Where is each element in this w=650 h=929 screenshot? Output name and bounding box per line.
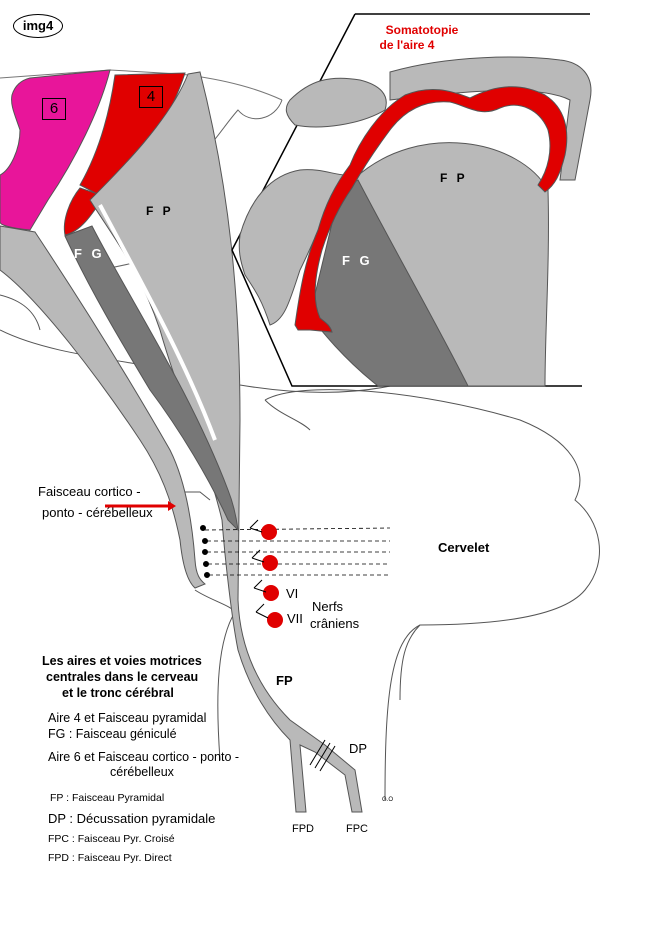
- inset-hand: [285, 77, 387, 128]
- cranial-nerve-nuclei: [261, 524, 283, 628]
- cerebellum-inner: [399, 624, 421, 701]
- fg-tract: [64, 225, 239, 532]
- dp-label: DP: [349, 741, 368, 756]
- legend-title-line1: Les aires et voies motrices: [42, 654, 202, 668]
- area-6-region: [0, 69, 111, 231]
- fg-label: F G: [74, 246, 105, 261]
- brainstem-outline: [194, 589, 236, 761]
- legend-title-line3: et le tronc cérébral: [62, 686, 174, 700]
- fp-tract: [89, 71, 363, 813]
- fp-upper-label: F P: [146, 204, 174, 218]
- nerve-vii-label: VII: [287, 611, 303, 626]
- decussation-marks: [309, 739, 336, 772]
- inset-title-line1: Somatotopie: [385, 23, 459, 37]
- area-4-label: 4: [139, 86, 163, 108]
- fcpc-arrowhead: [168, 501, 176, 511]
- nerves-label-line2: crâniens: [310, 616, 360, 631]
- inset-fp-label: F P: [440, 171, 468, 185]
- legend-fpc-definition: FPC : Faisceau Pyr. Croisé: [48, 833, 175, 845]
- inset-area-4-band: [294, 86, 568, 333]
- pontine-fibers: [200, 525, 391, 578]
- tract-separator: [98, 204, 217, 441]
- legend-title-line2: centrales dans le cerveau: [46, 670, 199, 684]
- fp-lower-label: FP: [276, 673, 293, 688]
- fcpc-tract: [0, 225, 206, 589]
- area-6-label: 6: [42, 98, 66, 120]
- legend-fp-definition: FP : Faisceau Pyramidal: [50, 792, 165, 804]
- inset-fg-label: F G: [342, 253, 373, 268]
- legend-fpd-definition: FPD : Faisceau Pyr. Direct: [48, 852, 172, 864]
- fcpc-label-line2: ponto - cérébelleux: [42, 505, 153, 520]
- legend-dp-definition: DP : Décussation pyramidale: [48, 811, 216, 826]
- go-signature: G.O: [382, 797, 394, 803]
- cerebellum-outline: [264, 389, 600, 801]
- legend-item-aire6-line1: Aire 6 et Faisceau cortico - ponto -: [48, 750, 240, 764]
- inset-arm: [389, 56, 592, 181]
- nerve-branches: [249, 519, 269, 619]
- image-badge: img4: [13, 14, 63, 38]
- cervelet-label: Cervelet: [438, 540, 490, 555]
- legend-item-aire6-line2: cérébelleux: [110, 765, 174, 779]
- fpc-label: FPC: [346, 823, 368, 835]
- nerve-vi-label: VI: [286, 586, 299, 601]
- nerves-label-line1: Nerfs: [312, 599, 344, 614]
- fcpc-label-line1: Faisceau cortico -: [38, 484, 141, 499]
- brain-outline-left: [0, 294, 41, 331]
- inset-face-profile: [238, 169, 346, 326]
- inset-title-line2: de l'aire 4: [379, 38, 435, 52]
- legend-item-aire4: Aire 4 et Faisceau pyramidal: [48, 711, 207, 725]
- legend-item-fg: FG : Faisceau géniculé: [48, 727, 177, 741]
- fpd-label: FPD: [292, 823, 314, 835]
- inset-fg-tract: [309, 179, 469, 387]
